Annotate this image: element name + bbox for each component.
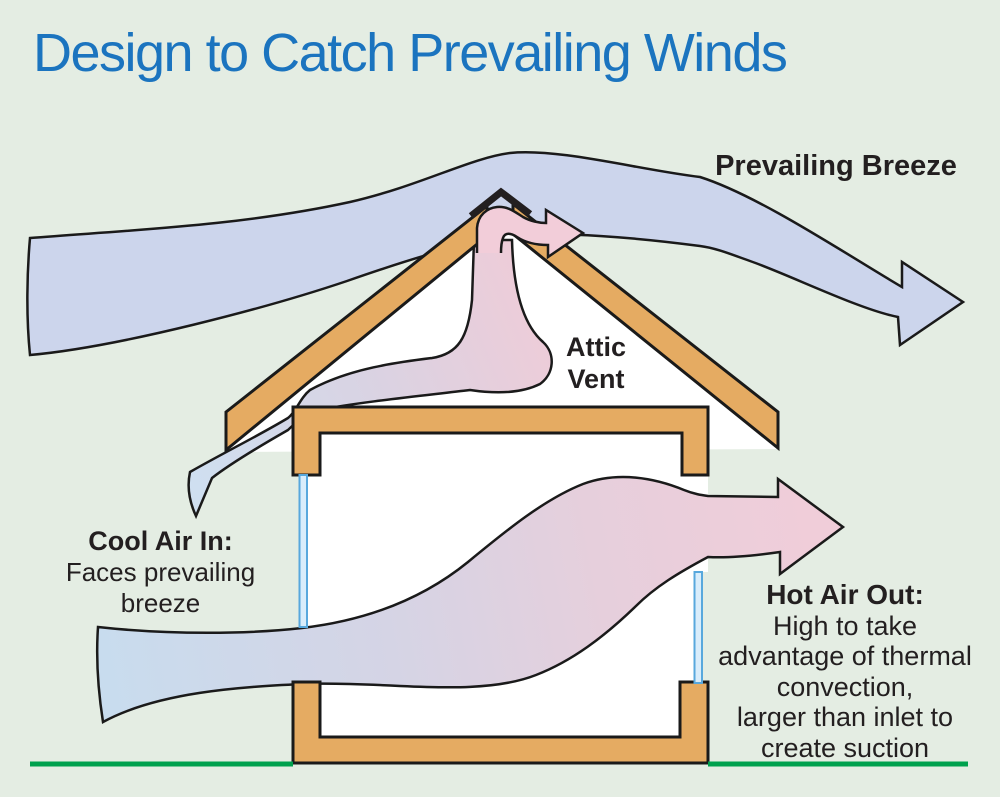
roof-ridge-cap-icon bbox=[468, 187, 533, 219]
cool-air-in-heading: Cool Air In: bbox=[88, 526, 233, 556]
hot-air-out-line2: advantage of thermal bbox=[718, 641, 972, 671]
left-window bbox=[298, 474, 308, 628]
attic-vent-arrow-fill bbox=[477, 206, 583, 257]
hot-air-out-heading: Hot Air Out: bbox=[766, 579, 924, 610]
cool-air-in-label: Cool Air In: Faces prevailing breeze bbox=[33, 526, 288, 619]
attic-vent-label: Attic Vent bbox=[540, 331, 652, 395]
eave-inlet-airflow-arrow bbox=[187, 238, 553, 520]
attic-vent-arrow-outline bbox=[475, 205, 586, 260]
hot-air-out-line4: larger than inlet to bbox=[736, 702, 954, 732]
cool-air-in-line1: Faces prevailing bbox=[65, 557, 256, 587]
floor-beam bbox=[291, 680, 710, 765]
attic-vent-label-line2: Vent bbox=[567, 364, 625, 394]
hot-air-out-line5: create suction bbox=[760, 732, 930, 763]
hot-air-out-label: Hot Air Out: High to take advantage of t… bbox=[701, 579, 989, 763]
hot-air-out-line1: High to take bbox=[772, 610, 918, 641]
prevailing-breeze-label: Prevailing Breeze bbox=[715, 150, 957, 182]
page-title: Design to Catch Prevailing Winds bbox=[33, 23, 788, 83]
right-window bbox=[693, 571, 703, 684]
prevailing-breeze-arrow bbox=[26, 151, 966, 357]
hot-air-out-line3: convection, bbox=[776, 671, 914, 702]
attic-vent-label-line1: Attic bbox=[566, 332, 626, 362]
cool-air-in-line2: breeze bbox=[120, 588, 201, 618]
